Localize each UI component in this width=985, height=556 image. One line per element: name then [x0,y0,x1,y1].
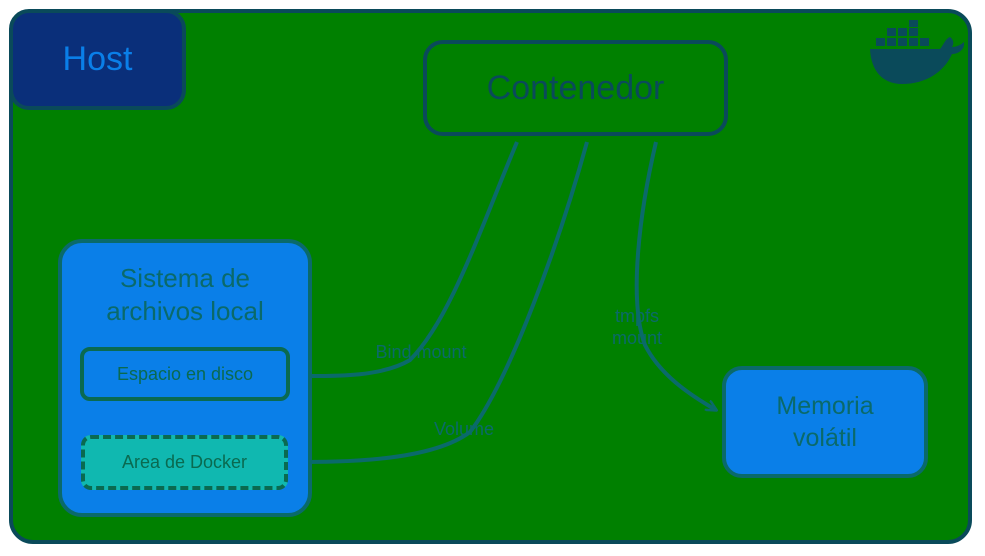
volume-edge [293,141,589,462]
host-label: Host [9,9,186,110]
volume-label: Volume [433,419,495,439]
tmpfs-mount-edge [634,141,716,410]
disk-space-node: Espacio en disco [80,347,290,401]
local-filesystem-title: Sistema de archivos local [106,263,264,326]
volatile-memory-node: Memoria volátil [722,366,928,478]
container-node: Contenedor [423,40,728,136]
docker-area-node: Area de Docker [81,435,288,490]
bind-mount-label: Bind mount [375,342,467,362]
docker-whale-icon [870,20,965,84]
tmpfs-mount-label: tmpfs mount [611,306,663,348]
bind-mount-edge [295,141,519,376]
